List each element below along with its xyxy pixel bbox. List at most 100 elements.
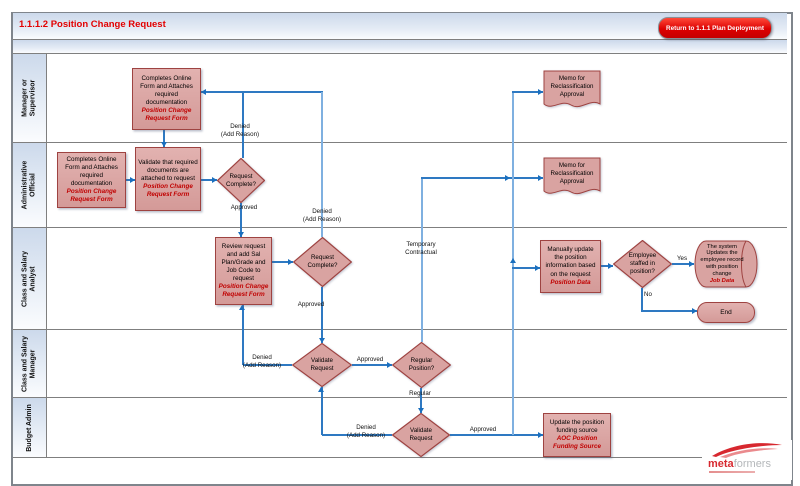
return-button[interactable]: Return to 1.1.1 Plan Deployment	[658, 17, 772, 39]
lane-label-text: Budget Admin	[25, 403, 33, 452]
process-text: Validate that required documents are att…	[138, 158, 198, 182]
swimlane-class-and-salary-analyst	[13, 228, 787, 330]
decision-request-complete-analyst: Request Complete?	[293, 237, 352, 287]
decision-text: Regular Position?	[408, 357, 435, 372]
lane-label-text: Administrative Official	[21, 160, 37, 210]
lane-label-text: Manager or Supervisor	[21, 79, 37, 117]
decision-regular-position: Regular Position?	[392, 342, 451, 388]
process-text: Manually update the position information…	[545, 246, 596, 278]
connector-mgr-denied-horizontal	[243, 364, 292, 366]
arrowhead-right-icon	[212, 177, 217, 183]
datastore-text: The system Updates the employee record w…	[696, 240, 748, 288]
connector-to-manually-update	[512, 267, 540, 269]
decision-text: Request Complete?	[307, 254, 338, 269]
arrowhead-up-icon	[510, 258, 516, 263]
arrowhead-left-icon	[201, 89, 206, 95]
edge-label-yes: Yes	[676, 255, 688, 262]
decision-text: Request Complete?	[226, 172, 256, 188]
decision-text: Validate Request	[409, 427, 433, 442]
edge-label-approved-budget: Approved	[469, 426, 497, 433]
arrowhead-down-icon	[238, 232, 244, 237]
edge-label-denied-manager: Denied (Add Reason)	[242, 354, 282, 369]
process-form-ref: Position Data	[550, 278, 591, 286]
connector-validate-to-decision	[201, 179, 217, 181]
logo-formers-text: formers	[733, 458, 771, 470]
decision-employee-staffed: Employee staffed in position?	[613, 240, 672, 288]
process-form-ref: AOC Position Funding Source	[553, 435, 601, 451]
process-manager-completes-form: Completes Online Form and Attaches requi…	[132, 68, 201, 130]
process-update-funding-source: Update the position funding source AOC P…	[543, 413, 611, 457]
swimlane-administrative-official	[13, 143, 787, 228]
process-text: Review request and add Sal Plan/Grade an…	[221, 242, 266, 283]
connector-denied-return-horizontal	[201, 91, 323, 93]
edge-label-no: No	[644, 291, 652, 298]
document-memo-admin: Memo for Reclassification Approval	[543, 157, 601, 200]
connector-update-to-employee	[601, 265, 613, 267]
lane-label-administrative-official: Administrative Official	[13, 143, 47, 227]
arrowhead-down-icon	[319, 338, 325, 343]
metaformers-logo: metaformers	[702, 440, 792, 480]
connector-budget-denied-up	[321, 387, 323, 435]
lane-label-class-and-salary-manager: Class and Salary Manager	[13, 330, 47, 397]
arrowhead-right-icon	[538, 89, 543, 95]
decision-validate-request-manager: Validate Request	[292, 343, 352, 387]
connector-regular-down	[420, 388, 422, 413]
document-text: Memo for Reclassification Approval	[550, 162, 594, 186]
arrowhead-right-icon	[692, 308, 697, 314]
process-text: Update the position funding source	[549, 418, 605, 434]
arrowhead-down-icon	[418, 408, 424, 413]
datastore-main-text: The system Updates the employee record w…	[700, 243, 744, 277]
decision-text: Validate Request	[310, 357, 334, 372]
connector-review-to-decision	[272, 261, 293, 263]
process-form-ref: Position Change Request Form	[218, 283, 269, 299]
connector-denied-analyst-up	[321, 92, 323, 237]
process-form-ref: Position Change Request Form	[143, 183, 193, 199]
datastore-form-ref: Job Data	[709, 277, 735, 284]
arrowhead-up-icon	[239, 305, 245, 310]
lane-label-text: Class and Salary Analyst	[21, 250, 37, 307]
edge-label-denied-analyst: Denied (Add Reason)	[302, 208, 342, 223]
document-text: Memo for Reclassification Approval	[550, 75, 594, 99]
datastore-system-updates-record: The system Updates the employee record w…	[694, 240, 758, 288]
terminator-text: End	[720, 309, 732, 316]
connector-to-memo-manager	[512, 91, 543, 93]
edge-label-approved-manager: Approved	[356, 356, 384, 363]
process-form-ref: Position Change Request Form	[141, 107, 192, 123]
connector-approval-riser	[512, 92, 514, 435]
arrowhead-right-icon	[538, 432, 543, 438]
lane-label-class-and-salary-analyst: Class and Salary Analyst	[13, 228, 47, 329]
edge-label-denied-budget: Denied (Add Reason)	[346, 424, 386, 439]
arrowhead-right-icon	[689, 261, 694, 267]
connector-approved-to-validate-mgr	[321, 287, 323, 343]
connector-denied-admin-up	[242, 92, 244, 158]
process-admin-completes-form: Completes Online Form and Attaches requi…	[57, 152, 126, 208]
edge-label-temporary-contractual: Temporary Contractual	[405, 241, 437, 256]
decision-text: Employee staffed in position?	[628, 252, 657, 275]
logo-wordmark: metaformers	[708, 458, 771, 470]
process-manually-update-position: Manually update the position information…	[540, 240, 601, 293]
connector-mgr-denied-up	[242, 305, 244, 365]
arrowhead-right-icon	[535, 265, 540, 271]
connector-budget-denied-horizontal	[322, 434, 392, 436]
logo-meta-text: meta	[708, 458, 734, 470]
process-validate-documents: Validate that required documents are att…	[135, 147, 201, 211]
decision-request-complete-admin: Request Complete?	[217, 158, 265, 203]
arrowhead-right-icon	[130, 177, 135, 183]
connector-temporary-to-memo	[421, 177, 543, 179]
connector-yes-to-system	[672, 263, 694, 265]
arrowhead-right-icon	[505, 175, 510, 181]
arrowhead-down-icon	[161, 142, 167, 147]
swimlane-budget-admin	[13, 398, 787, 458]
connector-no-to-end	[641, 310, 697, 312]
edge-label-approved-analyst: Approved	[297, 301, 325, 308]
connector-temporary-up	[421, 178, 423, 342]
edge-label-regular: Regular	[409, 390, 431, 397]
connector-mgr-approved	[352, 364, 392, 366]
process-review-request: Review request and add Sal Plan/Grade an…	[215, 237, 272, 305]
header-subrow	[13, 40, 787, 54]
page-title: 1.1.1.2 Position Change Request	[19, 19, 166, 30]
edge-label-denied-admin: Denied (Add Reason)	[220, 123, 260, 138]
decision-validate-request-budget: Validate Request	[392, 413, 450, 457]
arrowhead-right-icon	[538, 175, 543, 181]
arrowhead-right-icon	[288, 259, 293, 265]
